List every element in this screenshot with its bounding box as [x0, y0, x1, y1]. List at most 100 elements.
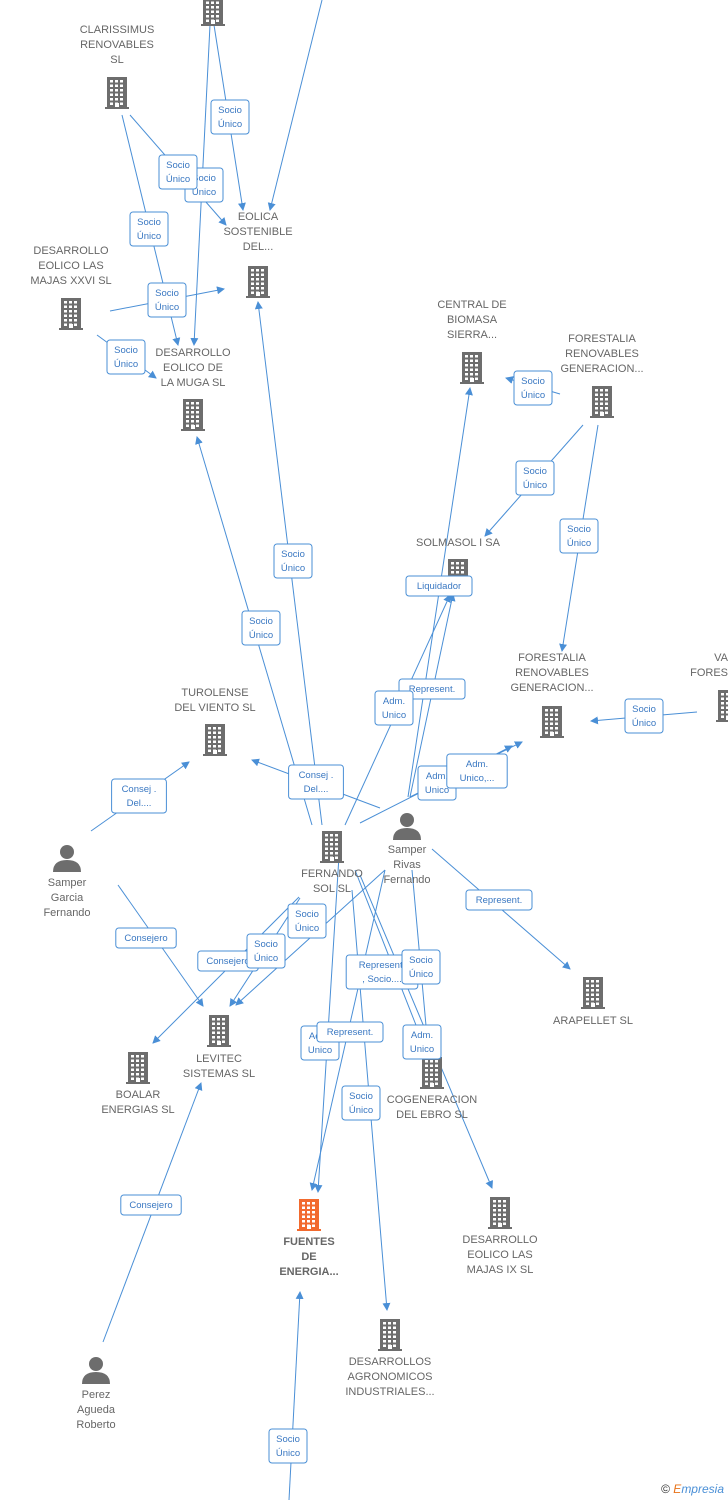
node-label: EOLICO LAS — [467, 1249, 532, 1261]
relation-label[interactable]: Adm.Unico — [402, 1024, 442, 1060]
building-icon — [716, 690, 728, 722]
relation-label-text: Socio — [521, 376, 545, 387]
relation-label[interactable]: Represent. — [398, 678, 466, 700]
building-icon — [320, 831, 344, 863]
relation-label-text: Único — [295, 923, 319, 934]
relation-label-text: Consejero — [124, 933, 167, 944]
relation-label-text: Consejero — [206, 956, 249, 967]
node-eolica[interactable]: EOLICASOSTENIBLEDEL... — [223, 211, 293, 298]
node-top[interactable] — [201, 0, 225, 26]
node-label: Fernando — [43, 907, 90, 919]
node-label: FUENTES — [283, 1236, 334, 1248]
relation-label[interactable]: Adm. Unico — [374, 690, 414, 726]
relation-label[interactable]: Represent. — [316, 1021, 384, 1043]
node-forestalia2[interactable]: FORESTALIARENOVABLESGENERACION... — [510, 652, 594, 738]
node-label: INDUSTRIALES... — [345, 1386, 434, 1398]
relation-label-text: Consejero — [129, 1200, 172, 1211]
relation-label[interactable]: Liquidador — [405, 575, 473, 597]
node-label: EOLICO LAS — [38, 260, 103, 272]
relation-label-text: Socio — [137, 217, 161, 228]
node-label: FORESTALIA — [568, 333, 636, 345]
relation-label-text: Único — [114, 359, 138, 370]
relation-label-text: Adm. — [426, 771, 448, 782]
relation-label-text: Adm. — [383, 696, 405, 707]
relation-label-text: Socio — [295, 909, 319, 920]
node-label: LA MUGA SL — [161, 377, 226, 389]
node-label: ARAPELLET SL — [553, 1015, 633, 1027]
relation-label[interactable]: Adm.Unico,... — [446, 753, 508, 789]
node-agronomicos[interactable]: DESARROLLOSAGRONOMICOSINDUSTRIALES... — [345, 1319, 435, 1398]
relation-label[interactable]: Consejero — [115, 927, 177, 949]
relation-label-text: Único — [155, 302, 179, 313]
node-forestalia1[interactable]: FORESTALIARENOVABLESGENERACION... — [560, 333, 644, 418]
node-label: GENERACION... — [510, 682, 593, 694]
relation-label[interactable]: Represent. — [465, 889, 533, 911]
node-arapellet[interactable]: ARAPELLET SL — [553, 977, 633, 1027]
building-icon — [59, 298, 83, 330]
node-label: DEL... — [243, 241, 274, 253]
building-icon — [378, 1319, 402, 1351]
node-label: Rivas — [393, 859, 421, 871]
person-icon — [82, 1357, 110, 1384]
building-icon — [246, 266, 270, 298]
node-label: FORESTALIA — [518, 652, 586, 664]
node-label: SL — [110, 54, 123, 66]
relation-label-text: Único — [281, 563, 305, 574]
relation-label-text: Socio — [567, 524, 591, 535]
building-icon — [203, 724, 227, 756]
relation-label-text: Socio — [632, 704, 656, 715]
relation-label-text: Unico — [382, 710, 406, 721]
node-label: FERNANDO — [301, 868, 363, 880]
relation-label-text: Único — [137, 231, 161, 242]
relation-label-text: Adm. — [466, 759, 488, 770]
node-label: Samper — [388, 844, 427, 856]
relation-label-text: Único — [521, 390, 545, 401]
node-biomasa[interactable]: CENTRAL DEBIOMASASIERRA... — [437, 299, 507, 384]
building-icon — [201, 0, 225, 26]
node-label: CLARISSIMUS — [80, 24, 155, 36]
building-icon — [488, 1197, 512, 1229]
relation-label[interactable]: Consejero — [197, 950, 259, 972]
relation-label-text: Único — [249, 630, 273, 641]
relation-label[interactable]: Consej .Del.... — [288, 764, 344, 800]
node-label: TUROLENSE — [181, 687, 248, 699]
relation-label-text: Consej . — [299, 770, 334, 781]
relation-label[interactable]: Consejero — [120, 1194, 182, 1216]
relation-label-text: Socio — [249, 616, 273, 627]
node-label: Garcia — [51, 892, 84, 904]
node-label: AGRONOMICOS — [348, 1371, 433, 1383]
node-fuentes[interactable]: FUENTESDEENERGIA... — [279, 1199, 339, 1278]
relation-label[interactable]: Consej .Del.... — [111, 778, 167, 814]
node-label: COGENERACION — [387, 1094, 478, 1106]
node-label: CENTRAL DE — [437, 299, 506, 311]
